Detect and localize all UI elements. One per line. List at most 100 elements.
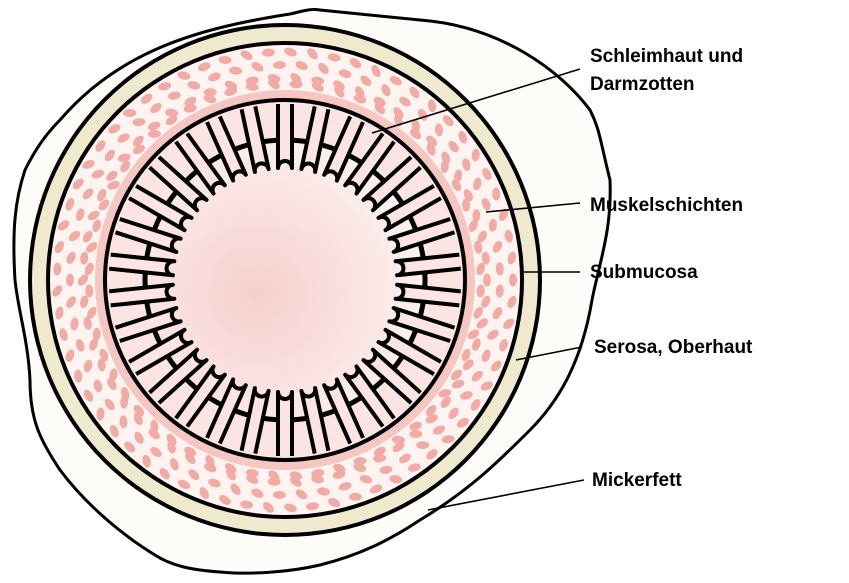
muscle-cell <box>77 274 89 286</box>
villus <box>108 282 177 308</box>
muscle-cell <box>107 378 117 391</box>
muscle-cell <box>119 415 128 429</box>
muscle-cell <box>462 198 471 212</box>
villus-core <box>378 185 441 231</box>
muscle-cell <box>450 369 463 381</box>
muscle-cell <box>82 188 94 200</box>
muscle-cell <box>499 208 508 221</box>
leader-line-schleimhaut <box>371 68 581 134</box>
villus-core <box>324 379 363 444</box>
muscle-cell <box>183 104 197 113</box>
muscle-cell <box>416 441 430 450</box>
villus <box>114 306 183 343</box>
muscle-cell <box>59 328 68 341</box>
muscle-cell <box>80 251 89 265</box>
leader-line-serosa <box>515 346 583 361</box>
muscle-cell <box>425 414 438 424</box>
muscle-cell <box>177 71 191 80</box>
villus <box>276 390 294 456</box>
villus <box>376 184 442 233</box>
muscle-cell <box>263 502 274 513</box>
muscle-cell <box>245 82 259 91</box>
muscle-cell <box>307 48 318 60</box>
muscle-cell <box>268 470 280 482</box>
muscle-cell <box>262 48 275 57</box>
villus-core <box>149 157 207 211</box>
muscle-cell <box>158 82 172 91</box>
muscle-cell <box>165 108 179 117</box>
muscle-cell <box>471 370 483 382</box>
muscle-cell <box>55 306 64 320</box>
muscle-cell <box>318 62 329 75</box>
muscle-cell <box>268 79 280 90</box>
muscle-cell <box>461 348 471 362</box>
muscle-cell <box>476 262 485 276</box>
villus-core <box>389 219 455 252</box>
muscle-cell <box>448 140 459 153</box>
muscle-cell <box>108 124 121 134</box>
muscle-cell <box>86 242 98 253</box>
villus <box>343 364 396 428</box>
muscle-cell <box>481 251 490 265</box>
muscle-cell <box>89 338 99 351</box>
villus <box>114 217 183 254</box>
muscle-cell <box>495 284 504 298</box>
muscle-cell <box>68 230 81 242</box>
muscle-cell <box>360 75 372 87</box>
muscle-cell <box>474 240 483 254</box>
villus <box>361 155 422 213</box>
muscle-cell <box>184 446 197 457</box>
muscle-cell <box>208 72 221 82</box>
muscle-cell <box>311 475 325 484</box>
muscle-cell <box>219 495 231 505</box>
muscle-cell <box>306 502 319 511</box>
muscle-cell <box>488 218 497 232</box>
muscle-cell <box>490 360 502 372</box>
muscle-cell <box>327 53 341 62</box>
muscle-cell <box>472 209 481 222</box>
muscle-cell <box>391 435 405 444</box>
muscle-cell <box>107 180 120 190</box>
muscle-cell <box>349 58 362 69</box>
muscle-cell <box>74 369 83 383</box>
muscle-cell <box>117 153 131 162</box>
muscle-cell <box>472 338 481 351</box>
muscle-cell <box>83 389 94 402</box>
villus <box>299 386 331 455</box>
muscle-cell <box>150 102 162 114</box>
muscle-cell <box>97 358 106 372</box>
muscle-cell <box>66 251 76 265</box>
muscle-cell <box>96 407 105 421</box>
muscle-cell <box>482 167 492 181</box>
villus <box>376 327 442 376</box>
muscle-cell <box>394 113 403 127</box>
villus <box>108 252 177 278</box>
villus <box>148 347 209 405</box>
muscle-cell <box>409 429 423 439</box>
villus-core <box>389 308 455 341</box>
muscle-cell <box>333 463 346 473</box>
muscle-cell <box>230 483 241 496</box>
muscle-cell <box>349 492 362 501</box>
muscle-cell <box>240 500 254 509</box>
leader-line-mickerfett <box>427 479 585 511</box>
muscle-cell <box>399 96 411 107</box>
muscle-cell <box>251 488 264 498</box>
muscle-cell <box>311 82 324 92</box>
muscle-cell <box>462 158 471 172</box>
muscle-cell <box>205 455 215 468</box>
muscle-cell <box>438 389 452 398</box>
muscle-cell <box>199 487 209 500</box>
muscle-cell <box>150 419 159 433</box>
muscle-cell <box>109 424 119 438</box>
muscle-cell <box>203 88 217 97</box>
villus-core <box>175 366 225 427</box>
muscle-cell <box>84 262 94 276</box>
muscle-cell <box>409 421 422 431</box>
label-schleimhaut-line1: Schleimhaut und <box>590 46 743 67</box>
villus-core <box>324 116 363 181</box>
muscle-cell <box>99 348 109 362</box>
muscle-cell <box>334 85 345 98</box>
muscle-cell <box>379 465 393 474</box>
